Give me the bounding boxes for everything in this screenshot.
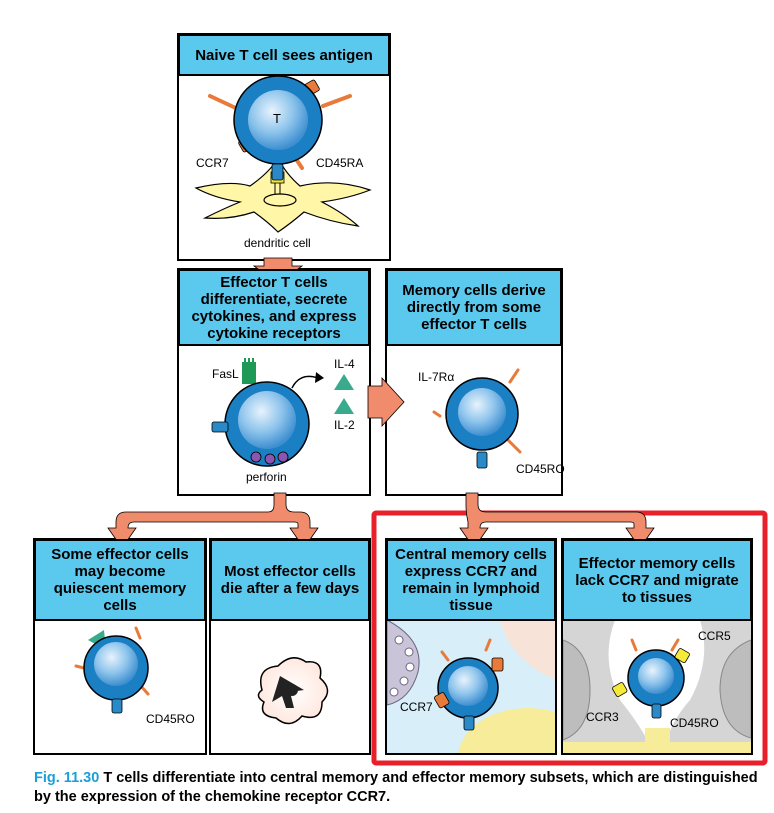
il7ra-label: IL-7Rα: [418, 370, 455, 384]
ccr7-naive-label: CCR7: [196, 156, 229, 170]
ccr3-label: CCR3: [586, 710, 619, 724]
lymphoid-background: [387, 620, 555, 753]
effector-memory-cell: [612, 638, 690, 719]
memory-header: Memory cells derive directly from some e…: [386, 269, 562, 346]
effector-t-cell: [211, 358, 354, 467]
quiescent-memory-cell: [74, 626, 150, 714]
perforin-label: perforin: [246, 470, 287, 484]
cd45ro-quiescent-label: CD45RO: [146, 712, 195, 726]
memory-t-cell: [432, 368, 522, 469]
arrow-effector-to-memory: [367, 376, 405, 428]
caption-text: T cells differentiate into central memor…: [34, 770, 758, 805]
arrow-memory-split: [459, 492, 655, 549]
arrow-effector-split: [107, 492, 319, 549]
central-header: Central memory cells express CCR7 and re…: [386, 539, 556, 621]
il4-triangle: [334, 374, 354, 390]
cd45ra-label: CD45RA: [316, 156, 364, 170]
naive-t-cell: [194, 75, 372, 233]
naive-header: Naive T cell sees antigen: [178, 34, 390, 76]
ccr7-central-label: CCR7: [400, 700, 433, 714]
effector-header: Effector T cells differentiate, secrete …: [178, 269, 370, 346]
ccr5-label: CCR5: [698, 629, 731, 643]
dendritic-label: dendritic cell: [244, 236, 311, 250]
cd45ro-memory-label: CD45RO: [516, 462, 565, 476]
il2-triangle: [334, 398, 354, 414]
die-header: Most effector cells die after a few days: [210, 539, 370, 621]
perforin-granule: [250, 451, 262, 463]
cd45ro-effmem-label: CD45RO: [670, 716, 719, 730]
figure-caption: Fig. 11.30 T cells differentiate into ce…: [34, 769, 764, 807]
t-label: T: [273, 111, 281, 126]
quiescent-header: Some effector cells may become quiescent…: [34, 539, 206, 621]
effmem-header: Effector memory cells lack CCR7 and migr…: [562, 539, 752, 621]
il2-label: IL-2: [334, 418, 355, 432]
dying-cell: [257, 657, 329, 725]
central-memory-cell: [434, 638, 504, 731]
figure-number: Fig. 11.30: [34, 770, 100, 786]
il4-label: IL-4: [334, 357, 355, 371]
fasl-label: FasL: [212, 367, 239, 381]
